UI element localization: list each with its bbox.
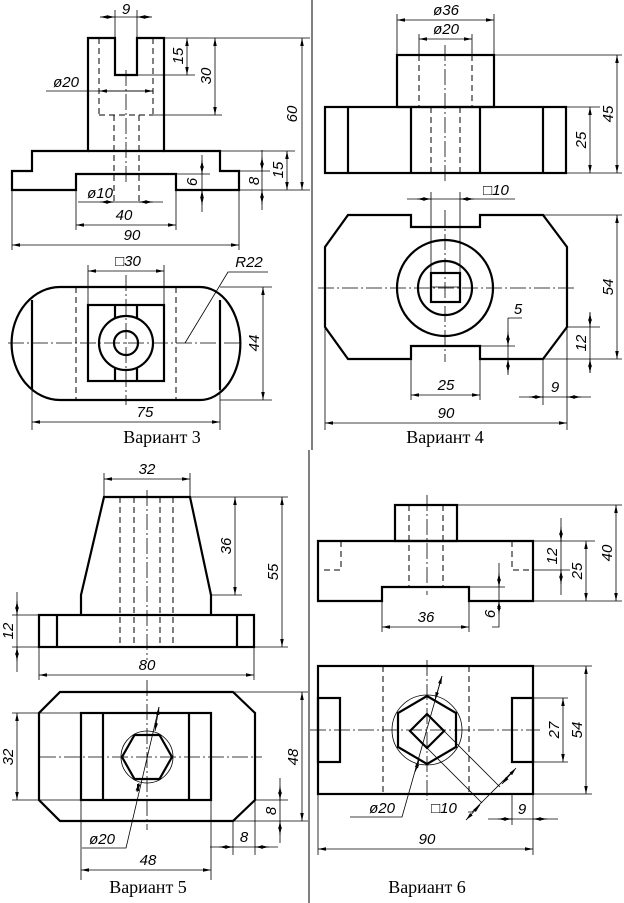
dim-44: 44 — [246, 335, 263, 352]
dim-8-vertical: 8 — [263, 806, 280, 815]
caption-variant-5: Вариант 5 — [109, 877, 187, 897]
variant-4: ø36 ø20 45 25 □10 54 5 12 25 9 90 Вариан… — [318, 2, 622, 447]
dim-9: 9 — [518, 801, 527, 818]
dim-32-top: 32 — [139, 461, 156, 478]
dim-square-10: □10 — [431, 800, 457, 817]
dim-90: 90 — [419, 831, 436, 848]
dim-5: 5 — [514, 301, 523, 318]
v5-top-view: 32 48 8 8 ø20 48 — [0, 680, 308, 880]
dim-diameter-20: ø20 — [369, 800, 396, 817]
dim-9: 9 — [551, 379, 560, 396]
v6-top-view: 54 27 ø20 □10 9 90 — [310, 660, 592, 855]
dim-36: 36 — [218, 537, 235, 554]
dim-6: 6 — [482, 609, 499, 618]
dim-54: 54 — [569, 722, 586, 739]
v4-top-view: □10 54 5 12 25 9 90 — [318, 182, 622, 430]
v3-front-view: 9 15 30 60 ø20 ø10 6 8 15 40 90 — [10, 1, 310, 250]
dim-diameter-20: ø20 — [89, 831, 116, 848]
dim-15-base: 15 — [270, 161, 287, 178]
dim-45: 45 — [600, 105, 617, 122]
caption-variant-4: Вариант 4 — [406, 427, 484, 447]
dim-90: 90 — [124, 227, 141, 244]
variant-6: 12 25 40 36 6 54 27 ø20 □10 9 90 Вариант… — [310, 495, 622, 897]
dim-6: 6 — [184, 177, 201, 186]
dim-55: 55 — [265, 563, 282, 580]
dim-diameter-36: ø36 — [433, 2, 460, 19]
dim-15: 15 — [170, 47, 187, 64]
dim-25: 25 — [573, 131, 590, 149]
dim-diameter-20: ø20 — [53, 74, 80, 91]
dim-12: 12 — [544, 547, 561, 564]
dim-radius-22: R22 — [235, 254, 263, 271]
caption-variant-3: Вариант 3 — [123, 427, 201, 447]
variant-5: 32 36 55 12 80 32 48 8 8 ø20 48 Вариант … — [0, 461, 308, 897]
dim-60: 60 — [284, 105, 301, 122]
dim-36: 36 — [418, 609, 435, 626]
v3-top-view: □30 R22 44 75 — [8, 253, 272, 430]
dim-40: 40 — [599, 544, 616, 561]
dim-40: 40 — [116, 207, 133, 224]
dim-48-height: 48 — [285, 748, 302, 765]
dim-square-10: □10 — [483, 182, 509, 199]
dim-30: 30 — [198, 67, 215, 84]
caption-variant-6: Вариант 6 — [388, 877, 466, 897]
dim-diameter-10: ø10 — [87, 185, 114, 202]
dim-8: 8 — [246, 176, 263, 185]
dim-25: 25 — [569, 562, 586, 580]
v6-front-view: 12 25 40 36 6 — [316, 495, 622, 632]
v4-front-view: ø36 ø20 45 25 — [323, 2, 622, 182]
dim-25-slot: 25 — [437, 377, 455, 394]
dim-54: 54 — [600, 279, 617, 296]
v5-front-view: 32 36 55 12 80 — [0, 461, 288, 680]
dim-48-width: 48 — [140, 852, 157, 869]
dim-square-30: □30 — [115, 253, 141, 270]
dim-80: 80 — [139, 657, 156, 674]
variant-3: 9 15 30 60 ø20 ø10 6 8 15 40 90 □30 R22 … — [8, 1, 310, 447]
dim-diameter-20: ø20 — [433, 21, 460, 38]
dim-12: 12 — [0, 622, 17, 639]
dim-75: 75 — [137, 404, 154, 421]
dim-90: 90 — [438, 405, 455, 422]
dim-32: 32 — [0, 748, 17, 765]
dim-12: 12 — [573, 334, 590, 351]
dim-8-horizontal: 8 — [240, 829, 249, 846]
dim-9: 9 — [122, 1, 131, 18]
dim-27: 27 — [546, 721, 563, 739]
